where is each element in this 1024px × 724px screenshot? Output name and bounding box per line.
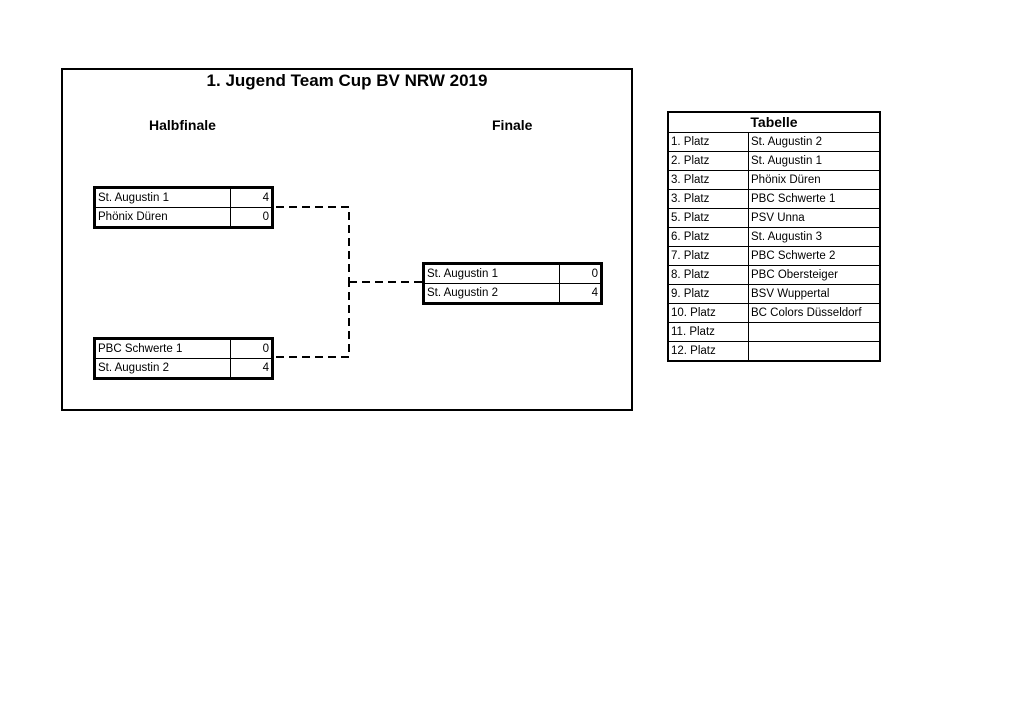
- semifinal-match-1: St. Augustin 1 4 Phönix Düren 0: [93, 186, 274, 229]
- match-row: PBC Schwerte 1 0: [96, 340, 271, 358]
- club-cell: PSV Unna: [751, 212, 805, 224]
- semifinal-match-2: PBC Schwerte 1 0 St. Augustin 2 4: [93, 337, 274, 380]
- club-cell: St. Augustin 2: [751, 136, 822, 148]
- club-cell: [749, 342, 879, 360]
- place-cell: 12. Platz: [669, 342, 749, 360]
- table-row: 11. Platz: [669, 322, 879, 341]
- club-cell: BC Colors Düsseldorf: [751, 307, 862, 319]
- club-cell: St. Augustin 3: [751, 231, 822, 243]
- team-score: 4: [559, 284, 600, 302]
- place-cell: 3. Platz: [669, 171, 749, 189]
- team-name: St. Augustin 1: [427, 268, 498, 280]
- team-score: 0: [559, 265, 600, 283]
- place-cell: 6. Platz: [669, 228, 749, 246]
- standings-title: Tabelle: [669, 113, 879, 133]
- connector-semi2: [276, 282, 350, 358]
- place-cell: 3. Platz: [669, 190, 749, 208]
- team-score: 0: [230, 340, 271, 358]
- club-cell: St. Augustin 1: [751, 155, 822, 167]
- match-row: St. Augustin 2 4: [425, 283, 600, 302]
- team-score: 4: [230, 359, 271, 377]
- table-row: 12. Platz: [669, 341, 879, 360]
- club-cell: Phönix Düren: [751, 174, 821, 186]
- team-score: 0: [230, 208, 271, 226]
- team-score: 4: [230, 189, 271, 207]
- place-cell: 7. Platz: [669, 247, 749, 265]
- round-heading-final: Finale: [492, 117, 533, 133]
- round-heading-semifinal: Halbfinale: [149, 117, 216, 133]
- connector-semi1: [276, 206, 350, 282]
- place-cell: 11. Platz: [669, 323, 749, 341]
- match-row: Phönix Düren 0: [96, 207, 271, 226]
- club-cell: BSV Wuppertal: [751, 288, 830, 300]
- team-name: PBC Schwerte 1: [98, 343, 183, 355]
- place-cell: 2. Platz: [669, 152, 749, 170]
- club-cell: [749, 323, 879, 341]
- team-name: St. Augustin 2: [98, 362, 169, 374]
- final-match: St. Augustin 1 0 St. Augustin 2 4: [422, 262, 603, 305]
- match-row: St. Augustin 1 0: [425, 265, 600, 283]
- match-row: St. Augustin 2 4: [96, 358, 271, 377]
- club-cell: PBC Obersteiger: [751, 269, 838, 281]
- place-cell: 9. Platz: [669, 285, 749, 303]
- team-name: St. Augustin 1: [98, 192, 169, 204]
- club-cell: PBC Schwerte 1: [751, 193, 836, 205]
- place-cell: 5. Platz: [669, 209, 749, 227]
- team-name: St. Augustin 2: [427, 287, 498, 299]
- place-cell: 8. Platz: [669, 266, 749, 284]
- club-cell: PBC Schwerte 2: [751, 250, 836, 262]
- bracket-frame: [61, 68, 633, 411]
- team-name: Phönix Düren: [98, 211, 168, 223]
- place-cell: 10. Platz: [669, 304, 749, 322]
- page-title: 1. Jugend Team Cup BV NRW 2019: [206, 71, 488, 90]
- place-cell: 1. Platz: [669, 133, 749, 151]
- match-row: St. Augustin 1 4: [96, 189, 271, 207]
